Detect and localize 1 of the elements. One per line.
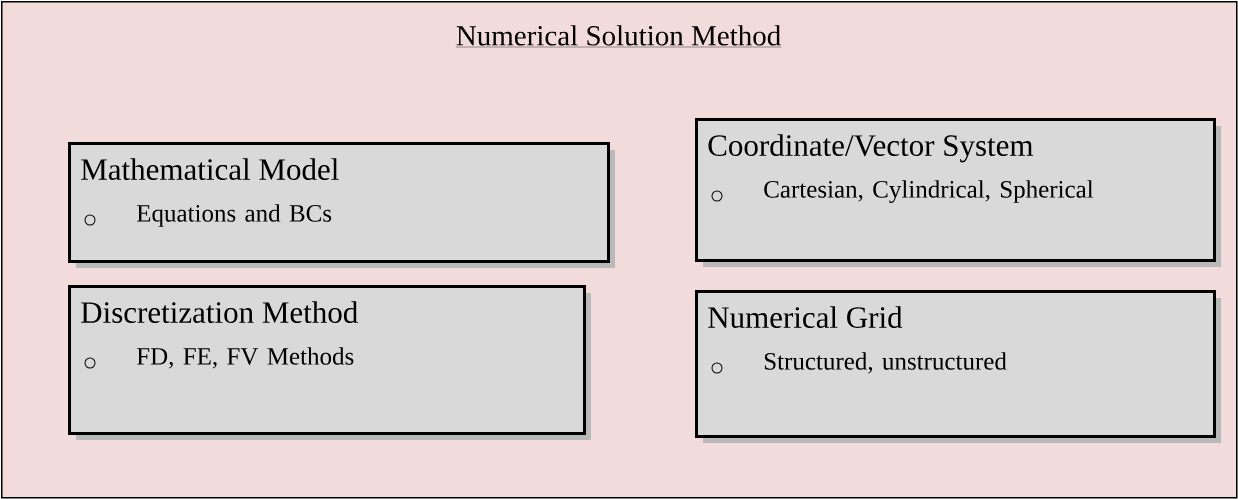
title: Numerical Solution Method xyxy=(455,25,782,48)
